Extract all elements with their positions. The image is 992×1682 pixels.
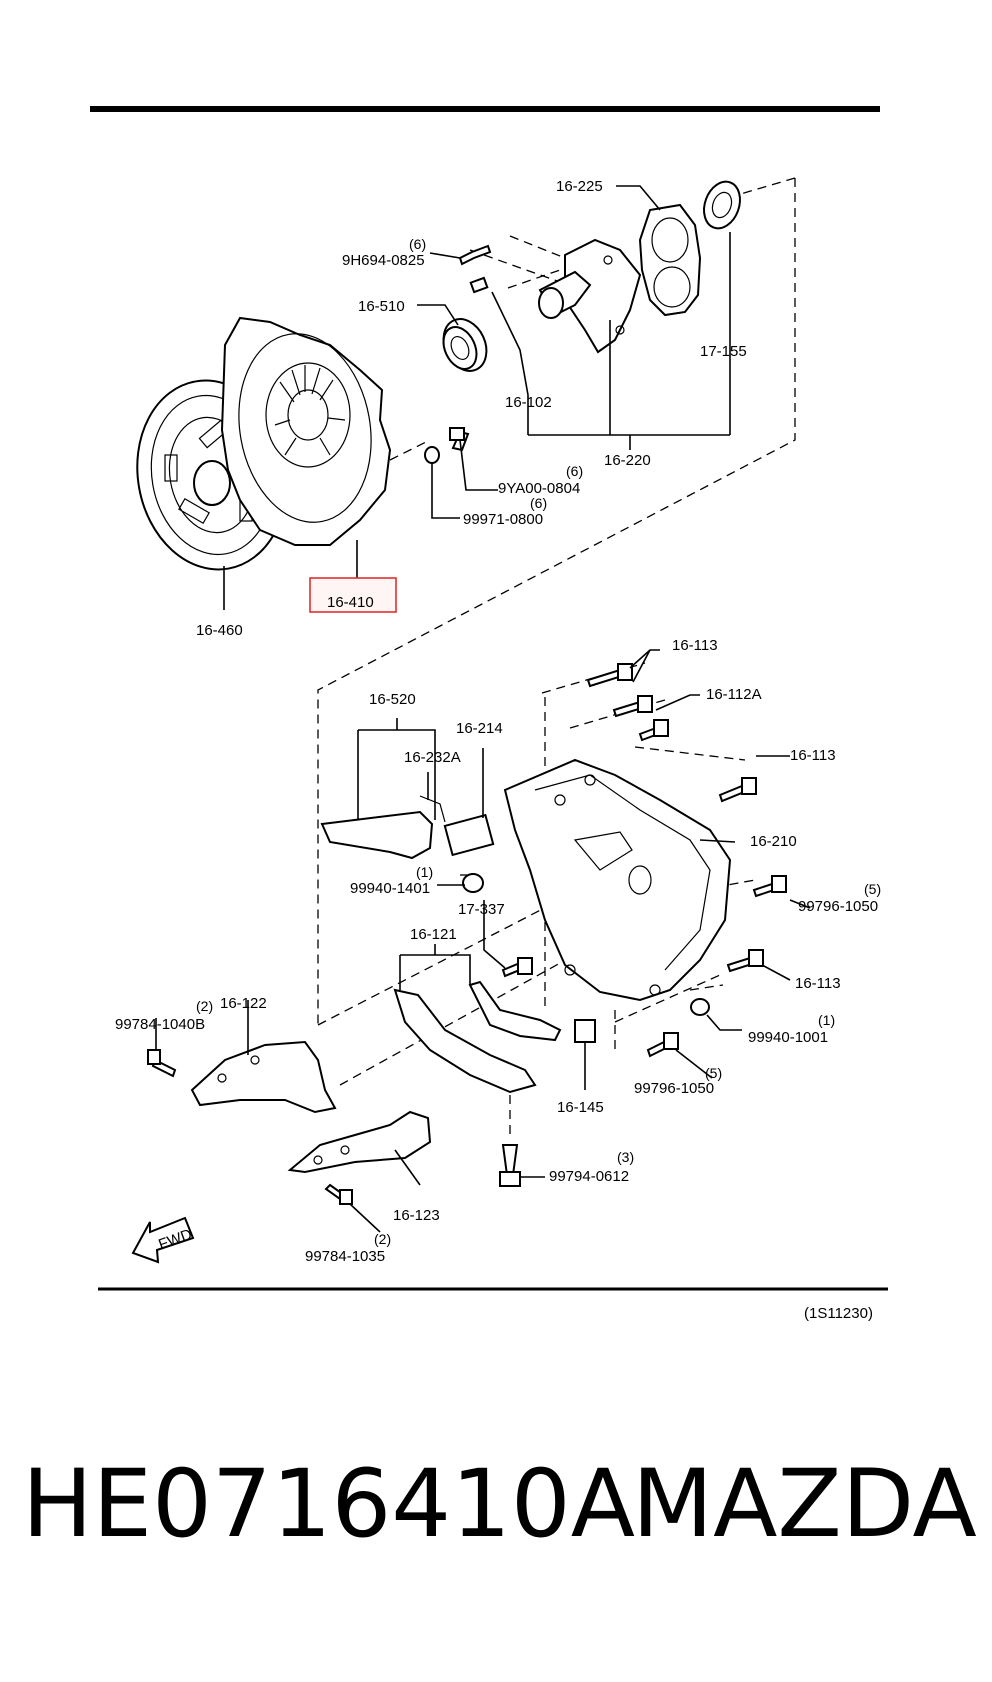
bracket-16-122 — [147, 1040, 337, 1114]
label-16-460: 16-460 — [196, 622, 243, 639]
upper-bolts — [424, 244, 492, 464]
footer: HE0716410A MAZDA — [0, 1450, 992, 1600]
release-fork-part — [320, 795, 495, 893]
label-16-510: 16-510 — [358, 298, 405, 315]
housing-bolts — [501, 663, 787, 1058]
label-16-520: 16-520 — [369, 691, 416, 708]
label-9ya00-0804: 9YA00-0804 — [498, 480, 580, 497]
label-99971-0800: 99971-0800 — [463, 511, 543, 528]
qty-label: (6) — [566, 463, 583, 479]
label-99784-1040b: 99784-1040B — [115, 1016, 205, 1033]
label-16-220: 16-220 — [604, 452, 651, 469]
qty-label: (5) — [864, 881, 881, 897]
label-16-102: 16-102 — [505, 394, 552, 411]
label-16-225: 16-225 — [556, 178, 603, 195]
label-16-210: 16-210 — [750, 833, 797, 850]
label-99940-1401: 99940-1401 — [350, 880, 430, 897]
label-99794-0612: 99794-0612 — [549, 1168, 629, 1185]
label-9h694-0825: 9H694-0825 — [342, 252, 425, 269]
fwd-arrow-icon — [131, 1216, 195, 1264]
release-bearing-part — [442, 318, 488, 372]
leader-lines — [155, 185, 811, 1233]
label-16-112a: 16-112A — [706, 686, 762, 703]
label-16-410: 16-410 — [327, 594, 374, 611]
bracket-16-123 — [287, 1110, 521, 1205]
qty-label: (2) — [196, 998, 213, 1014]
part-number: HE0716410A — [22, 1450, 636, 1559]
label-17-337: 17-337 — [458, 901, 505, 918]
qty-label: (1) — [416, 864, 433, 880]
diagram-code: (1S11230) — [804, 1305, 873, 1322]
label-16-214: 16-214 — [456, 720, 503, 737]
brand-name: MAZDA — [632, 1450, 977, 1559]
label-16-232a: 16-232A — [404, 749, 461, 766]
qty-label: (1) — [818, 1012, 835, 1028]
oil-seal-part — [703, 180, 741, 230]
callout-labels: 16-225 (6) 9H694-0825 16-510 17-155 16-1… — [115, 178, 881, 1322]
label-99940-1001: 99940-1001 — [748, 1029, 828, 1046]
label-16-113: 16-113 — [672, 637, 718, 654]
qty-label: (5) — [705, 1065, 722, 1081]
qty-label: (6) — [409, 236, 426, 252]
label-16-122: 16-122 — [220, 995, 267, 1012]
label-17-155: 17-155 — [700, 343, 747, 360]
label-16-145: 16-145 — [557, 1099, 604, 1116]
label-99796-1050: 99796-1050 — [798, 898, 878, 915]
label-16-121: 16-121 — [410, 926, 457, 943]
label-99796-1050: 99796-1050 — [634, 1080, 714, 1097]
qty-label: (2) — [374, 1231, 391, 1247]
dashed-guides — [317, 177, 796, 1135]
clutch-housing-part — [503, 758, 732, 1002]
label-99784-1035: 99784-1035 — [305, 1248, 385, 1265]
bracket-16-145 — [574, 1019, 596, 1043]
bracket-16-121 — [393, 980, 562, 1094]
pressure-plate-part — [220, 316, 392, 546]
qty-label: (3) — [617, 1149, 634, 1165]
gasket-part — [638, 203, 702, 317]
label-16-113: 16-113 — [790, 747, 836, 764]
highlight-box — [309, 577, 397, 613]
label-16-113: 16-113 — [795, 975, 841, 992]
qty-label: (6) — [530, 495, 547, 511]
front-cover-part — [538, 238, 642, 354]
label-16-123: 16-123 — [393, 1207, 440, 1224]
